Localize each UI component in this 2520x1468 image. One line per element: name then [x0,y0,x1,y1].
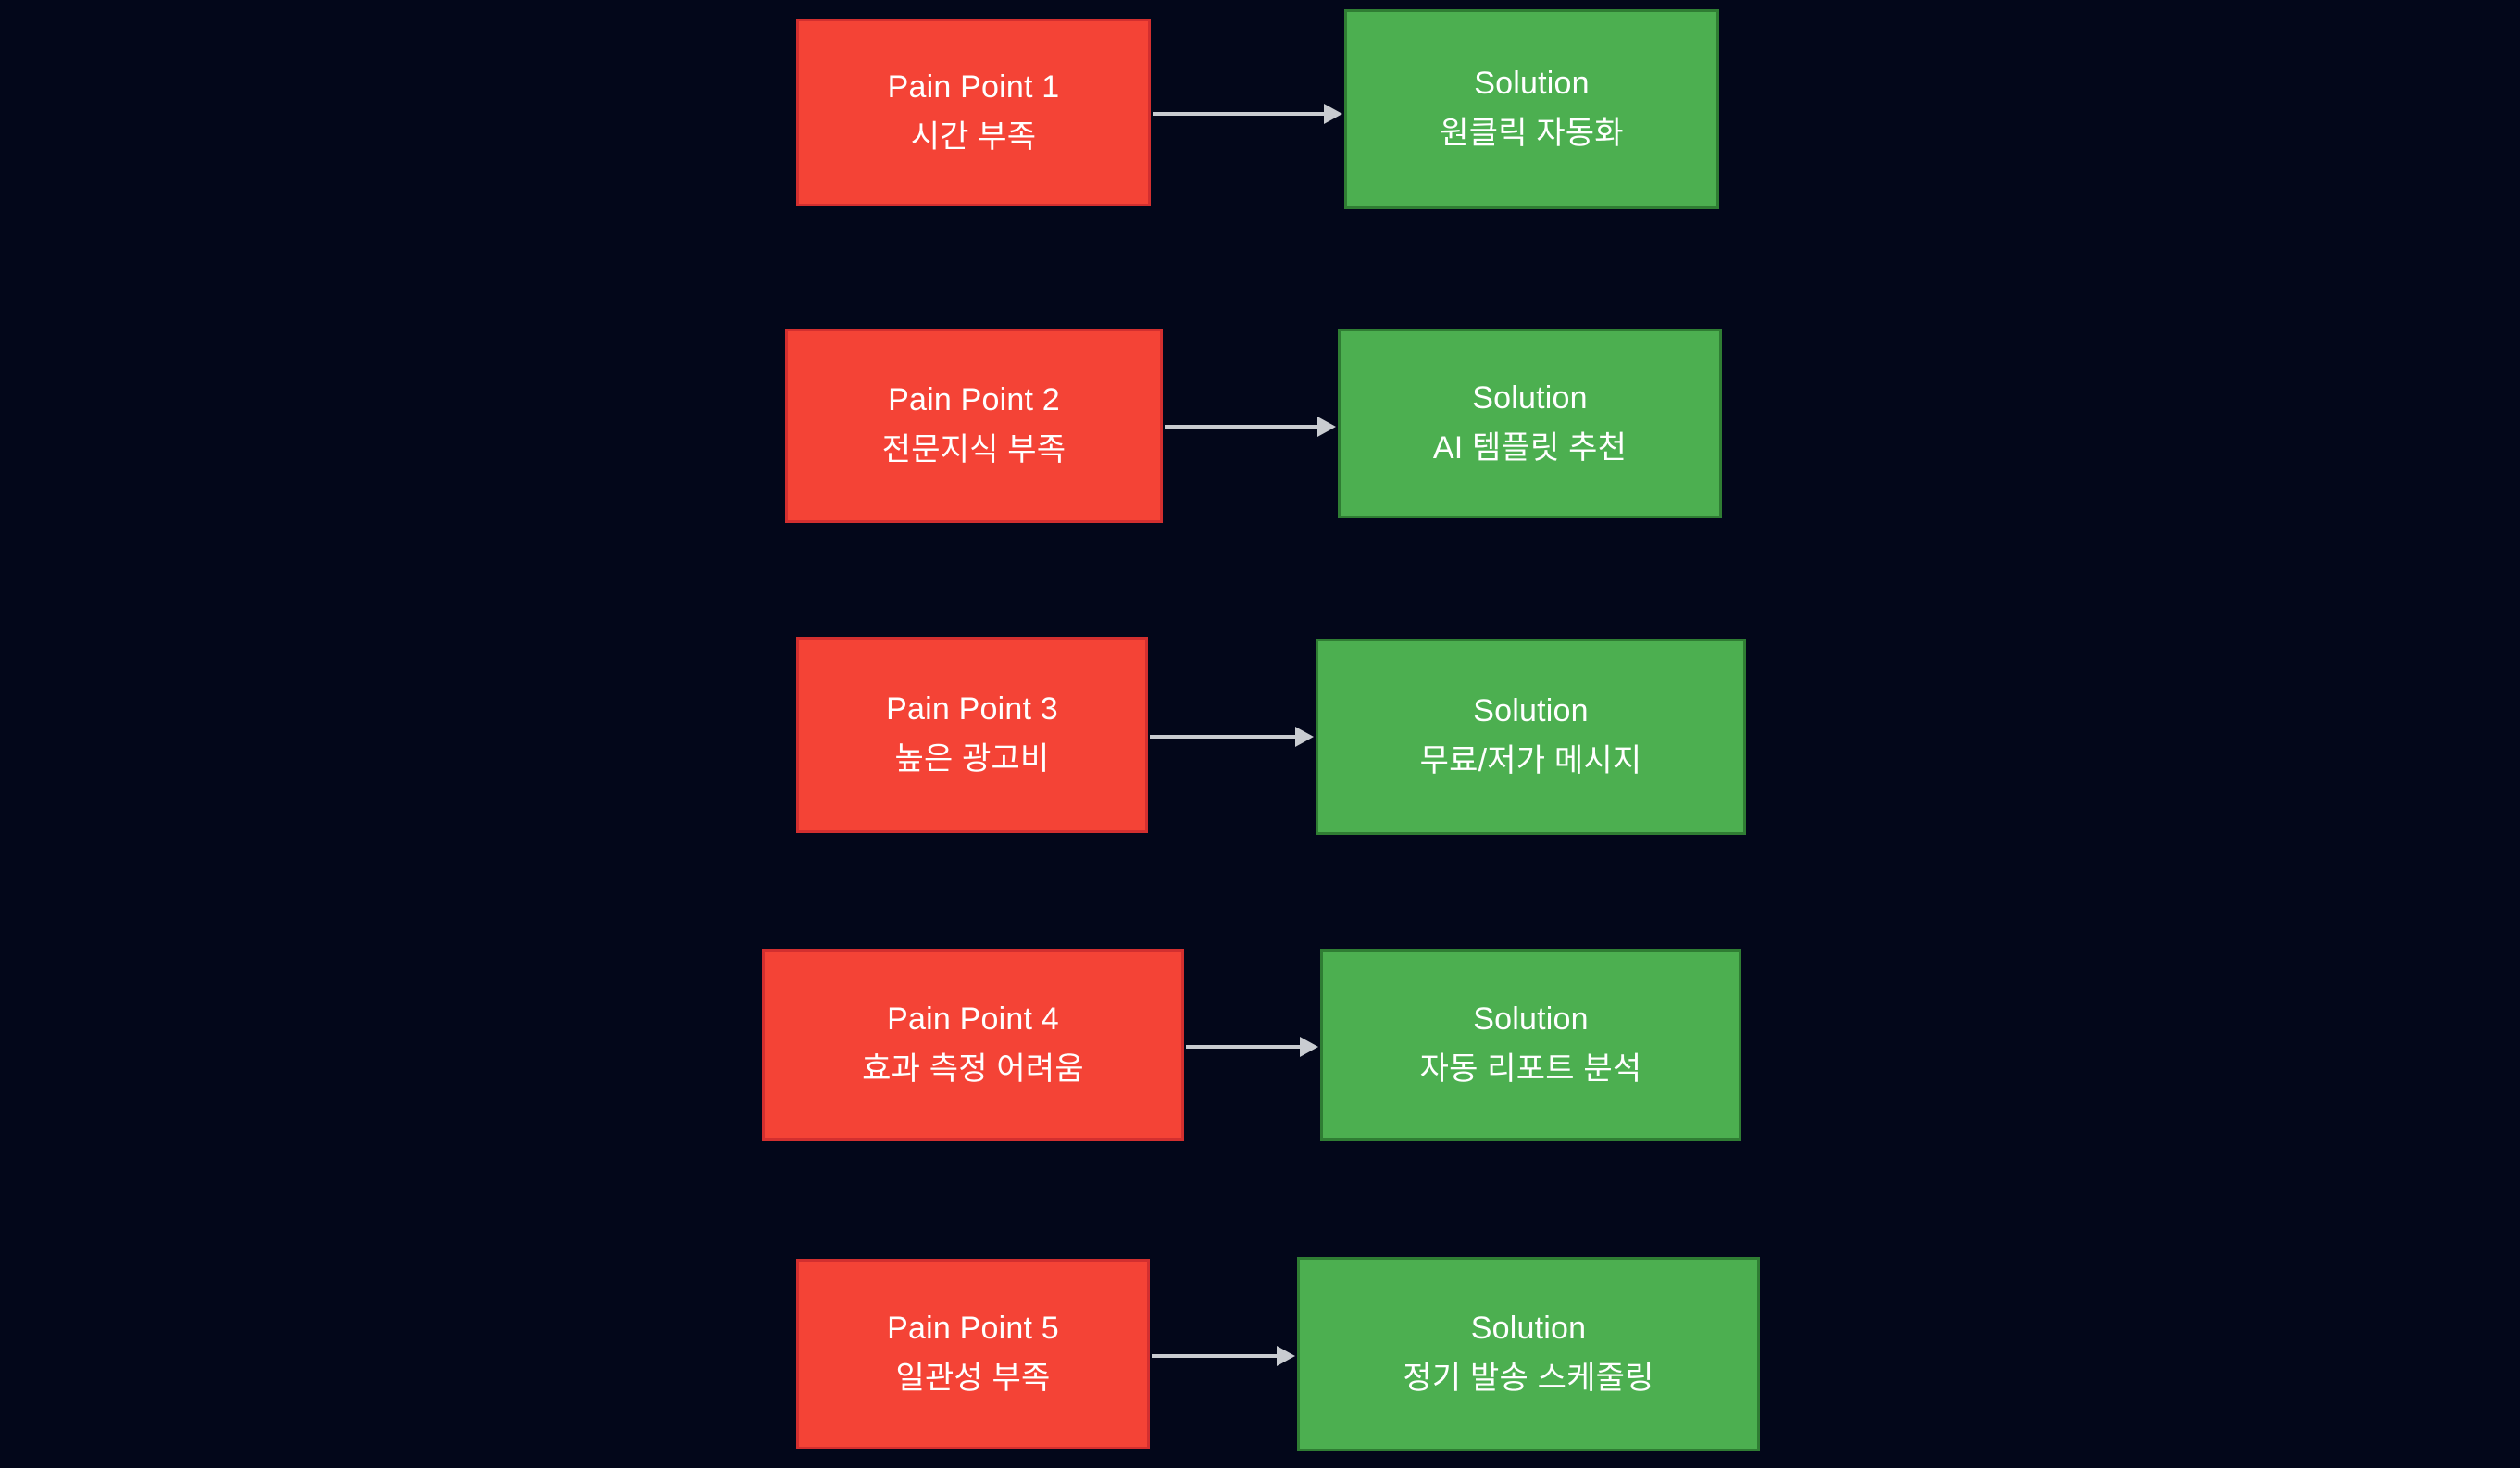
arrow-shaft [1152,1354,1279,1358]
pain-point-title: Pain Point 4 [887,1001,1059,1038]
pain-point-title: Pain Point 2 [888,382,1060,418]
pain-point-node-2[interactable]: Pain Point 2 전문지식 부족 [785,329,1163,523]
pain-point-detail: 높은 광고비 [894,741,1050,777]
arrow-shaft [1150,735,1297,739]
solution-node-2[interactable]: Solution AI 템플릿 추천 [1338,329,1722,518]
solution-node-4[interactable]: Solution 자동 리포트 분석 [1320,949,1741,1141]
arrow-shaft [1186,1045,1302,1049]
arrow-shaft [1165,425,1319,429]
solution-detail: 자동 리포트 분석 [1419,1051,1642,1087]
pain-point-node-4[interactable]: Pain Point 4 효과 측정 어려움 [762,949,1184,1141]
pain-point-detail: 시간 부족 [910,118,1037,155]
arrow-head-icon [1295,727,1314,747]
solution-title: Solution [1474,66,1590,102]
solution-title: Solution [1472,379,1588,416]
arrow-head-icon [1324,104,1342,124]
solution-detail: 원클릭 자동화 [1440,116,1624,151]
solution-node-3[interactable]: Solution 무료/저가 메시지 [1316,639,1746,835]
pain-point-detail: 전문지식 부족 [881,432,1067,467]
solution-detail: AI 템플릿 추천 [1432,429,1628,466]
pain-point-detail: 일관성 부족 [895,1361,1051,1396]
arrow-head-icon [1300,1037,1318,1057]
pain-point-title: Pain Point 3 [886,691,1058,728]
pain-point-title: Pain Point 5 [887,1311,1059,1347]
pain-point-node-3[interactable]: Pain Point 3 높은 광고비 [796,637,1148,833]
solution-title: Solution [1473,1001,1589,1038]
solution-detail: 무료/저가 메시지 [1419,743,1642,778]
arrow-head-icon [1317,417,1336,437]
pain-point-detail: 효과 측정 어려움 [862,1051,1084,1087]
solution-node-1[interactable]: Solution 원클릭 자동화 [1344,9,1719,209]
solution-title: Solution [1470,1311,1587,1347]
solution-node-5[interactable]: Solution 정기 발송 스케줄링 [1297,1257,1760,1451]
arrow-shaft [1153,112,1326,116]
solution-detail: 정기 발송 스케줄링 [1403,1361,1654,1396]
arrow-head-icon [1277,1346,1295,1366]
pain-point-node-5[interactable]: Pain Point 5 일관성 부족 [796,1259,1150,1449]
pain-point-title: Pain Point 1 [887,68,1060,105]
pain-point-node-1[interactable]: Pain Point 1 시간 부족 [796,19,1151,206]
solution-title: Solution [1473,693,1589,729]
